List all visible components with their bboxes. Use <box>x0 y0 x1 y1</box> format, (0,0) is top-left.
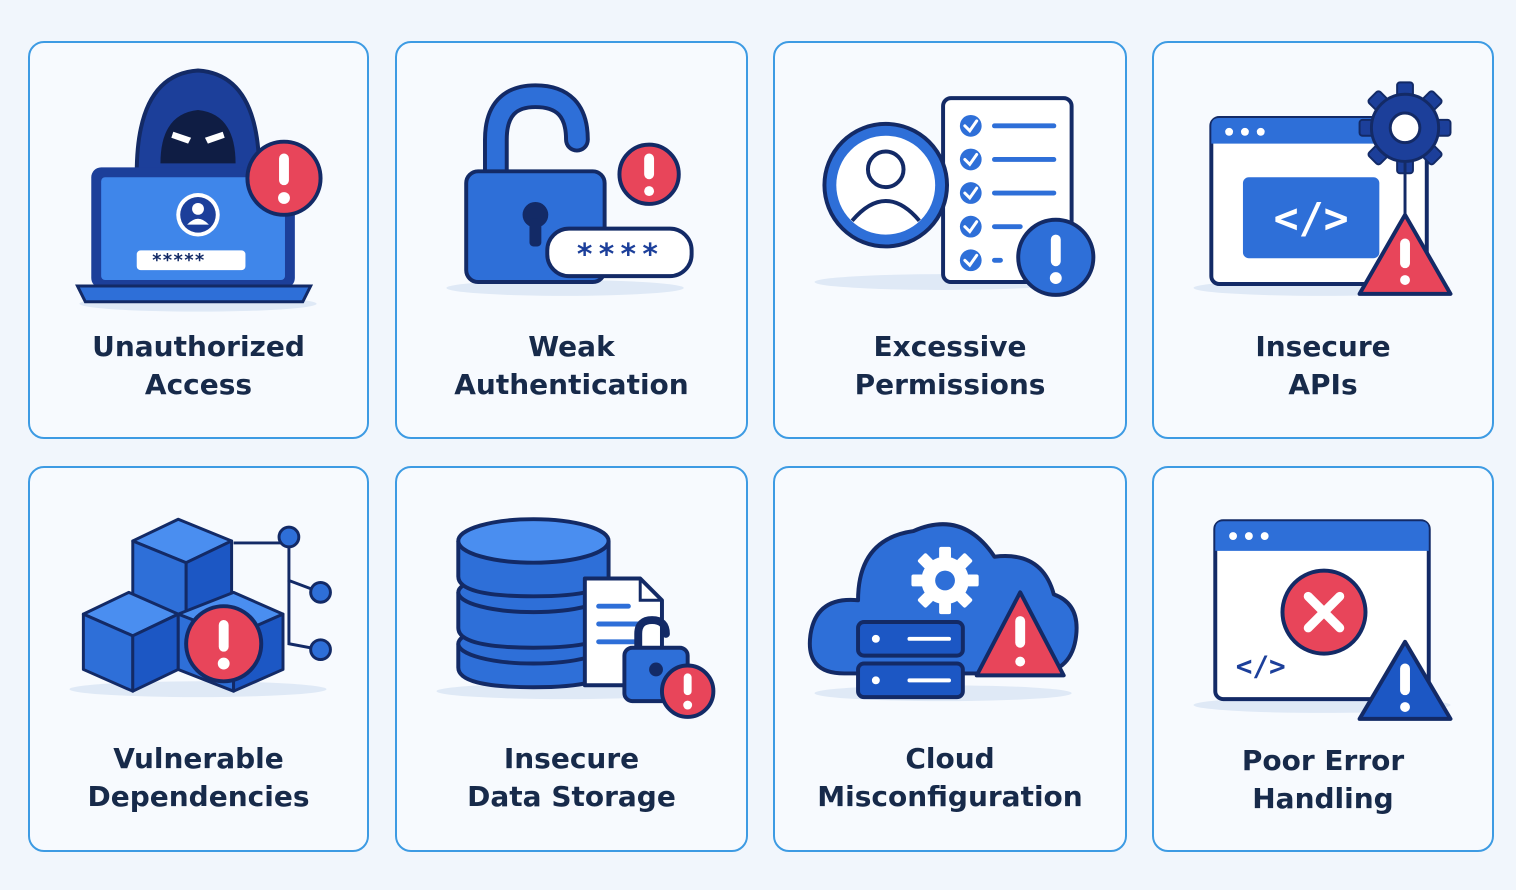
api-window-icon: </> <box>1154 43 1492 353</box>
card-caption: Unauthorized Access <box>92 330 305 401</box>
cloud-server-icon <box>775 468 1125 778</box>
card-weak-authentication: **** Weak Authentication <box>395 41 748 439</box>
card-caption: Cloud Misconfiguration <box>817 742 1083 813</box>
open-padlock-icon: **** <box>397 43 746 353</box>
card-unauthorized-access: ***** Unauthorized Access <box>28 41 369 439</box>
card-excessive-permissions: Excessive Permissions <box>773 41 1127 439</box>
card-caption: Insecure APIs <box>1255 330 1391 401</box>
pin-mask: **** <box>576 236 663 271</box>
card-caption: Vulnerable Dependencies <box>87 742 310 813</box>
hacker-laptop-icon: ***** <box>30 43 367 353</box>
password-mask: ***** <box>151 250 204 271</box>
database-icon <box>397 468 746 778</box>
card-caption: Poor Error Handling <box>1241 744 1405 815</box>
card-caption: Insecure Data Storage <box>467 742 676 813</box>
card-caption: Excessive Permissions <box>854 330 1046 401</box>
user-permissions-icon <box>775 43 1125 353</box>
card-cloud-misconfiguration: Cloud Misconfiguration <box>773 466 1127 852</box>
card-insecure-data-storage: Insecure Data Storage <box>395 466 748 852</box>
code-tag: </> <box>1236 649 1286 682</box>
card-poor-error-handling: </> Poor Error Handling <box>1152 466 1494 852</box>
dependency-cubes-icon <box>30 468 367 778</box>
card-caption: Weak Authentication <box>454 330 689 401</box>
card-vulnerable-dependencies: Vulnerable Dependencies <box>28 466 369 852</box>
card-insecure-apis: </> I <box>1152 41 1494 439</box>
code-tag: </> <box>1274 194 1349 243</box>
error-window-icon: </> <box>1154 468 1492 778</box>
